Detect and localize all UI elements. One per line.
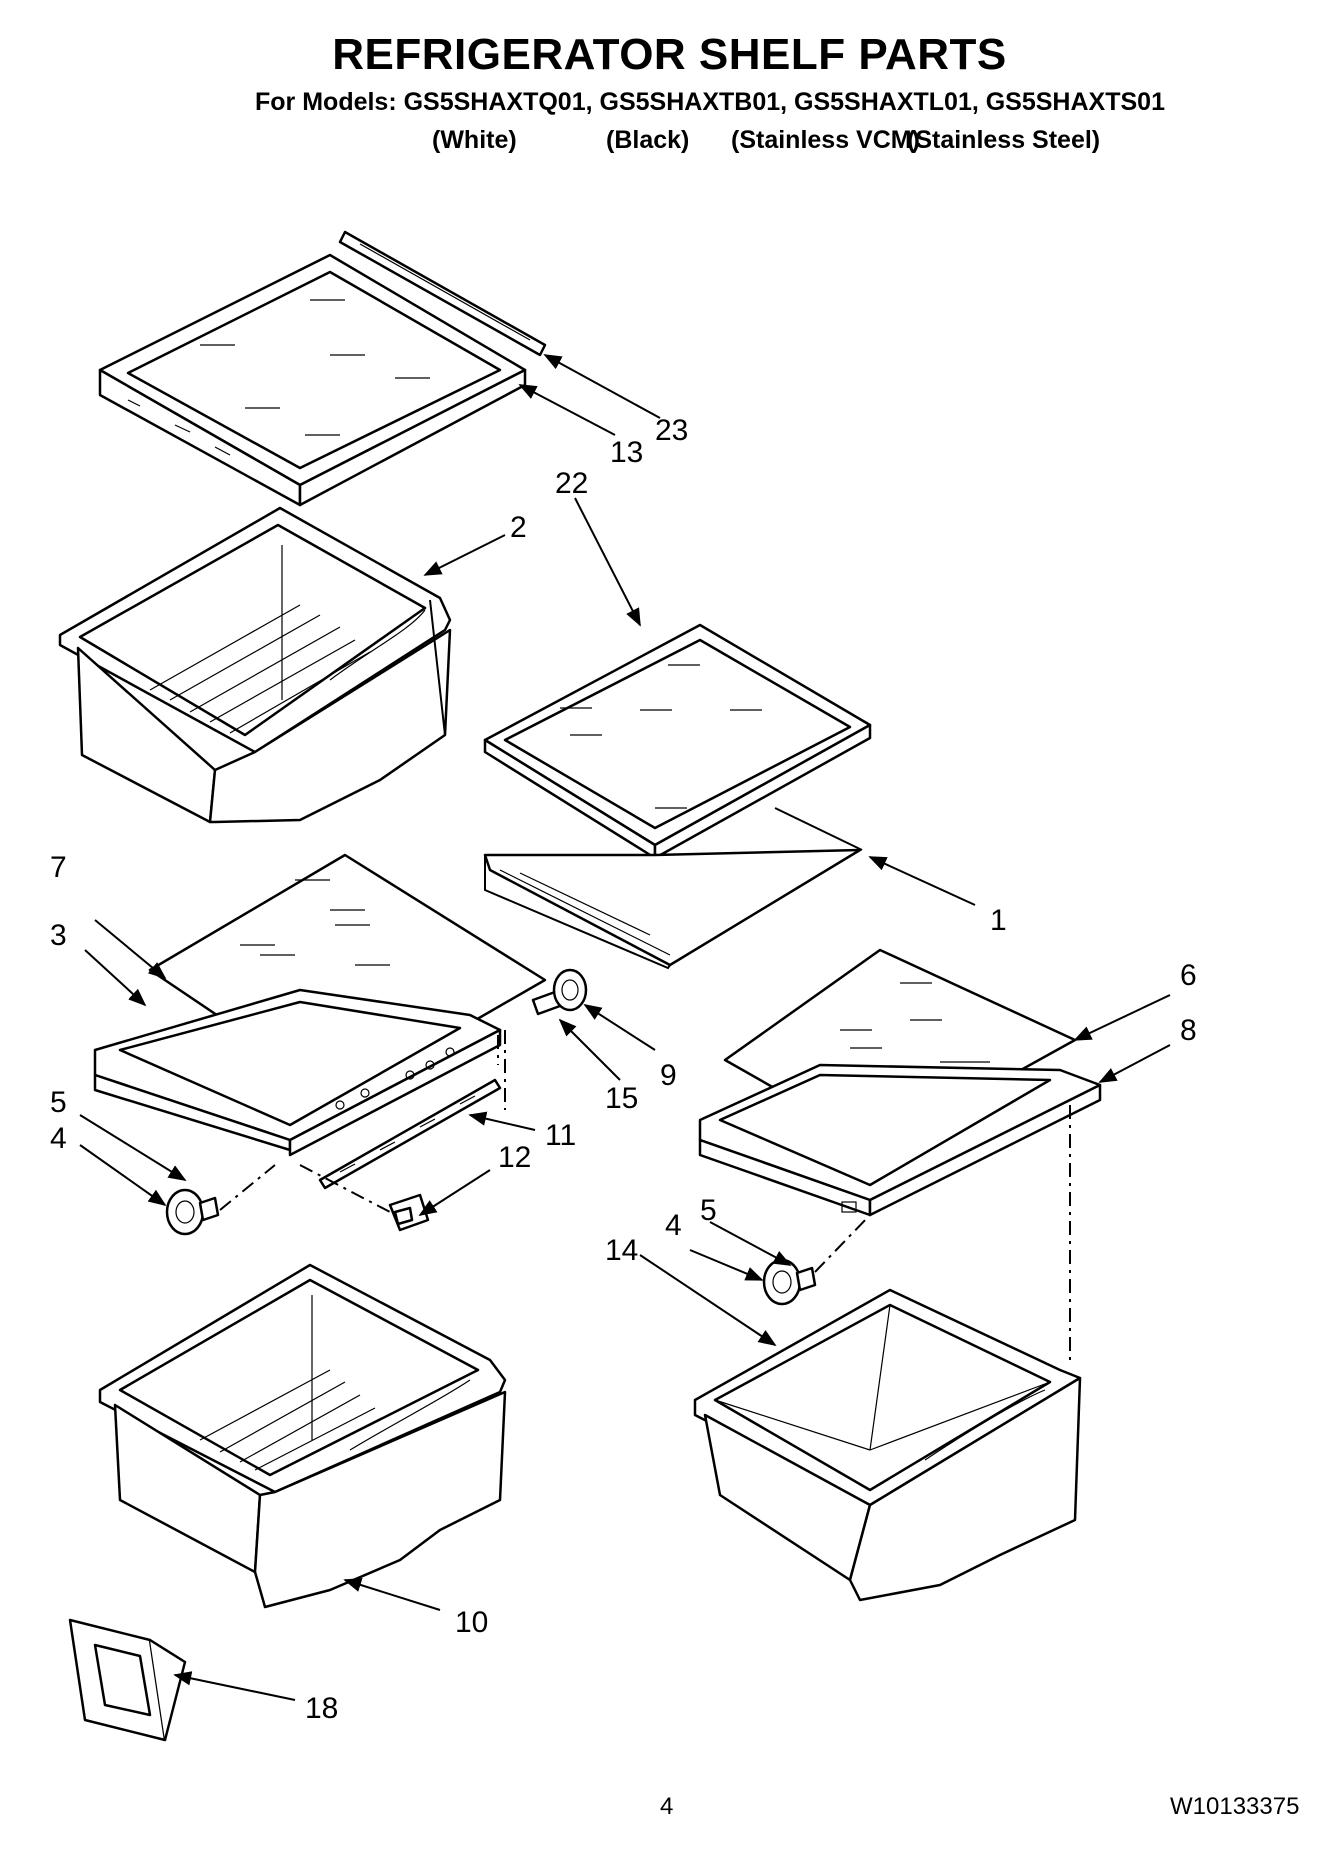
part-2-crisper-drawer [58, 506, 452, 824]
callout-5-left: 5 [50, 1086, 67, 1119]
page-number: 4 [660, 1793, 674, 1820]
callout-14: 14 [605, 1234, 638, 1267]
part-18-label-card [68, 1618, 187, 1742]
part-11-bracket [318, 1078, 502, 1190]
callout-23: 23 [655, 414, 688, 447]
leader-lines [79, 354, 1171, 1701]
part-3-crisper-cover-frame [93, 988, 502, 1157]
callout-15: 15 [605, 1082, 638, 1115]
callout-13: 13 [610, 436, 643, 469]
callout-3: 3 [50, 919, 67, 952]
page-title: REFRIGERATOR SHELF PARTS [332, 30, 1007, 79]
callout-9: 9 [660, 1059, 677, 1092]
variant-white: (White) [432, 126, 517, 154]
part-9-roller [552, 968, 588, 1012]
part-1-shelf-frame [483, 807, 863, 970]
callout-5-right: 5 [700, 1194, 717, 1227]
callout-labels: 23 13 22 2 1 7 3 6 8 9 15 11 12 5 4 5 4 … [50, 414, 1197, 1725]
part-14-crisper-drawer [693, 1288, 1082, 1602]
variant-stainless-vcm: (Stainless VCM) [731, 126, 920, 154]
callout-4-right: 4 [665, 1209, 682, 1242]
callout-11: 11 [545, 1119, 576, 1152]
callout-12: 12 [498, 1141, 531, 1174]
variant-black: (Black) [606, 126, 690, 154]
part-10-crisper-drawer [98, 1263, 507, 1609]
part-23-shelf-rail [338, 230, 547, 357]
part-22-glass-shelf [483, 623, 872, 860]
callout-2: 2 [510, 511, 527, 544]
callout-18: 18 [305, 1692, 338, 1725]
callout-10: 10 [455, 1606, 488, 1639]
part-8-crisper-cover-frame [698, 1063, 1102, 1217]
part-4-5-wheel-left [165, 1188, 220, 1236]
callout-7: 7 [50, 851, 67, 884]
doc-number: W10133375 [1170, 1793, 1300, 1820]
assembly-guides [219, 1030, 1071, 1360]
callout-22: 22 [555, 467, 588, 500]
callout-1: 1 [990, 904, 1007, 937]
models-line: For Models: GS5SHAXTQ01, GS5SHAXTB01, GS… [255, 88, 1165, 116]
callout-4-left: 4 [50, 1122, 67, 1155]
callout-8: 8 [1180, 1014, 1197, 1047]
part-13-glass-shelf [98, 253, 527, 507]
callout-6: 6 [1180, 959, 1197, 992]
part-4-5-wheel-right [762, 1258, 817, 1306]
variant-stainless-steel: (Stainless Steel) [907, 126, 1101, 154]
